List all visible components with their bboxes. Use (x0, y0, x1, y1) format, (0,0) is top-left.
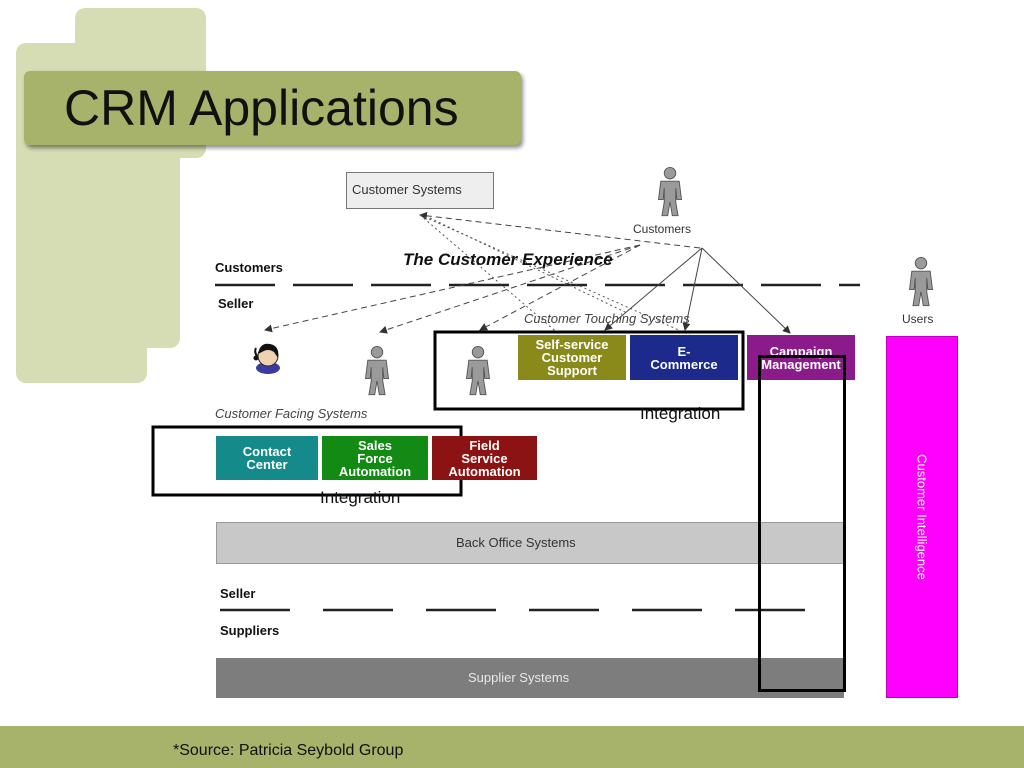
customer-facing-systems-label: Customer Facing Systems (215, 406, 368, 421)
source-note: *Source: Patricia Seybold Group (173, 742, 404, 759)
customer-intelligence-bar (886, 336, 958, 698)
back-office-systems-bar (216, 522, 844, 564)
self-service-customer-support-box: Self-service Customer Support (518, 335, 626, 380)
contact-center-box: Contact Center (216, 436, 318, 480)
campaign-management-frame (758, 355, 846, 692)
back-office-systems-label: Back Office Systems (456, 535, 576, 550)
supplier-systems-bar (216, 658, 844, 698)
customer-experience-heading: The Customer Experience (403, 250, 613, 269)
arrow-to-agent (264, 244, 641, 333)
band-label-seller: Seller (218, 296, 254, 311)
customer-service-agent-icon (253, 343, 280, 374)
integration-label-facing: Integration (320, 488, 401, 507)
band-label-seller-bottom: Seller (220, 586, 256, 601)
users-icon-label: Users (902, 312, 934, 326)
customer-systems-label: Customer Systems (352, 182, 462, 197)
touching-integration-frame (433, 330, 745, 411)
customer-systems-box (346, 172, 494, 209)
decorative-panel (75, 150, 180, 348)
campaign-management-box: Campaign Management (747, 335, 855, 380)
footer-bar (0, 726, 1024, 768)
person-icon (909, 256, 933, 307)
person-icon (658, 166, 682, 217)
integration-label-touching: Integration (640, 404, 721, 423)
arrow-to-seller (379, 244, 641, 334)
band-label-suppliers: Suppliers (220, 623, 280, 638)
person-icon (466, 345, 490, 396)
customer-intelligence-label: Customer Intelligence (914, 454, 930, 580)
supplier-systems-label: Supplier Systems (468, 670, 570, 685)
customer-touching-systems-label: Customer Touching Systems (524, 311, 690, 326)
band-label-customers: Customers (215, 260, 283, 275)
arrow-to-touching-person (479, 244, 641, 331)
arrow-to-customer-systems (419, 211, 701, 249)
customers-icon-label: Customers (633, 222, 692, 236)
title-bar: CRM Applications (24, 71, 521, 145)
field-service-automation-box: Field Service Automation (432, 436, 537, 480)
ecommerce-box: E- Commerce (630, 335, 738, 380)
person-icon (365, 345, 389, 396)
page-title: CRM Applications (64, 80, 459, 136)
sales-force-automation-box: Sales Force Automation (322, 436, 428, 480)
